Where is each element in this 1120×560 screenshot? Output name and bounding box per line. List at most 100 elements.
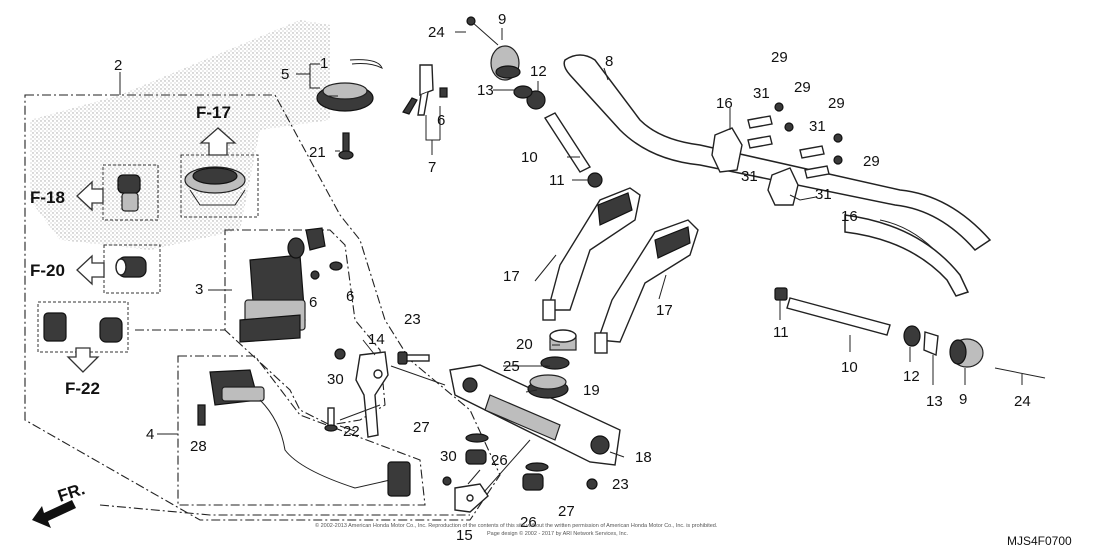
callout-16a: 16 xyxy=(716,95,733,112)
callout-31a: 31 xyxy=(753,85,770,102)
callout-31d: 31 xyxy=(815,186,832,203)
shaft-10-top xyxy=(543,112,592,173)
callout-labels: 2 5 1 21 3 4 28 6 7 6 6 24 9 12 13 10 11… xyxy=(114,11,1031,544)
cap-20 xyxy=(549,329,577,351)
callout-27a: 27 xyxy=(413,419,430,436)
f22-arrow[interactable] xyxy=(66,347,100,373)
callout-3: 3 xyxy=(195,281,203,298)
washer-29a xyxy=(774,102,784,112)
callout-26b: 26 xyxy=(520,514,537,531)
callout-26a: 26 xyxy=(491,452,508,469)
callout-20: 20 xyxy=(516,336,533,353)
ref-f17[interactable]: F-17 xyxy=(196,103,231,122)
nut-19 xyxy=(527,374,569,399)
main-assembly-outline xyxy=(24,94,501,521)
ref-f22[interactable]: F-22 xyxy=(65,379,100,398)
callout-12a: 12 xyxy=(530,63,547,80)
callout-6a: 6 xyxy=(437,112,445,129)
copyright-line-1: © 2002-2013 American Honda Motor Co., In… xyxy=(315,522,718,529)
screw-30a xyxy=(334,348,346,360)
handlebar xyxy=(563,54,992,251)
callout-24a: 24 xyxy=(428,24,445,41)
top-bridge xyxy=(449,364,621,466)
callout-5: 5 xyxy=(281,66,289,83)
callout-6b: 6 xyxy=(309,294,317,311)
callout-17b: 17 xyxy=(656,302,673,319)
callout-21: 21 xyxy=(309,144,326,161)
callout-18: 18 xyxy=(635,449,652,466)
callout-9a: 9 xyxy=(498,11,506,28)
svg-text:FR.: FR. xyxy=(55,479,87,506)
callout-30a: 30 xyxy=(327,371,344,388)
callout-27b: 27 xyxy=(558,503,575,520)
callout-29a: 29 xyxy=(771,49,788,66)
shaft-10-right xyxy=(786,297,891,336)
nut-12-right xyxy=(903,325,921,347)
bracket-14 xyxy=(355,351,389,438)
upper-holder-right xyxy=(594,219,699,354)
nut-11-top xyxy=(587,172,603,188)
washer-27a xyxy=(465,433,489,443)
washer-27b xyxy=(525,462,549,472)
callout-13b: 13 xyxy=(926,393,943,410)
callout-2: 2 xyxy=(114,57,122,74)
callout-22: 22 xyxy=(343,423,360,440)
copyright-line-2: Page design © 2002 - 2017 by ARI Network… xyxy=(487,530,628,537)
bolt-31b xyxy=(747,135,773,149)
callout-8: 8 xyxy=(605,53,613,70)
f20-part-lock xyxy=(115,256,147,278)
bolt-23 xyxy=(397,351,430,365)
holder-16-upper xyxy=(711,127,743,173)
washer-29b xyxy=(784,122,794,132)
f22-part-locks xyxy=(43,312,123,343)
shaded-region xyxy=(30,20,330,250)
ref-f18[interactable]: F-18 xyxy=(30,188,65,207)
bar-end-weight-right xyxy=(949,338,984,368)
callout-28: 28 xyxy=(190,438,207,455)
callout-10a: 10 xyxy=(521,149,538,166)
lock-ring xyxy=(316,59,383,112)
callout-25: 25 xyxy=(503,358,520,375)
diagram-code: MJS4F0700 xyxy=(1007,534,1072,548)
nut-11-right xyxy=(774,287,788,301)
bolt-22 xyxy=(324,407,338,432)
harness-assembly-outline xyxy=(177,355,426,506)
f20-arrow[interactable] xyxy=(76,254,105,286)
callout-10b: 10 xyxy=(841,359,858,376)
f17-arrow[interactable] xyxy=(199,127,237,156)
key-set xyxy=(402,64,448,116)
bolt-31c xyxy=(799,145,825,159)
callout-29b: 29 xyxy=(794,79,811,96)
collar-13-right xyxy=(923,331,939,357)
bar-end-weight-top xyxy=(490,45,521,81)
ref-f20[interactable]: F-20 xyxy=(30,261,65,280)
bushing-26b xyxy=(522,473,544,491)
bolt-31a xyxy=(747,115,773,129)
callout-29c: 29 xyxy=(828,95,845,112)
callout-16b: 16 xyxy=(841,208,858,225)
screw-21 xyxy=(338,132,354,160)
bolt-24-top xyxy=(466,16,499,46)
callout-17a: 17 xyxy=(503,268,520,285)
bracket-15 xyxy=(442,476,489,513)
callout-1: 1 xyxy=(320,55,328,72)
callout-7: 7 xyxy=(428,159,436,176)
bolt-31d xyxy=(804,165,830,179)
f20-sub-box xyxy=(103,244,161,294)
washer-29d xyxy=(833,155,843,165)
switch-harness xyxy=(197,369,411,497)
callout-14: 14 xyxy=(368,331,385,348)
f18-arrow[interactable] xyxy=(76,180,104,212)
callout-9b: 9 xyxy=(959,391,967,408)
collar-13-top xyxy=(513,85,533,99)
callout-12b: 12 xyxy=(903,368,920,385)
callout-13a: 13 xyxy=(477,82,494,99)
callout-6c: 6 xyxy=(346,288,354,305)
callout-23b: 23 xyxy=(612,476,629,493)
callout-19: 19 xyxy=(583,382,600,399)
callout-24b: 24 xyxy=(1014,393,1031,410)
callout-29d: 29 xyxy=(863,153,880,170)
f17-sub-box xyxy=(180,154,259,218)
nut-23b xyxy=(586,478,598,490)
